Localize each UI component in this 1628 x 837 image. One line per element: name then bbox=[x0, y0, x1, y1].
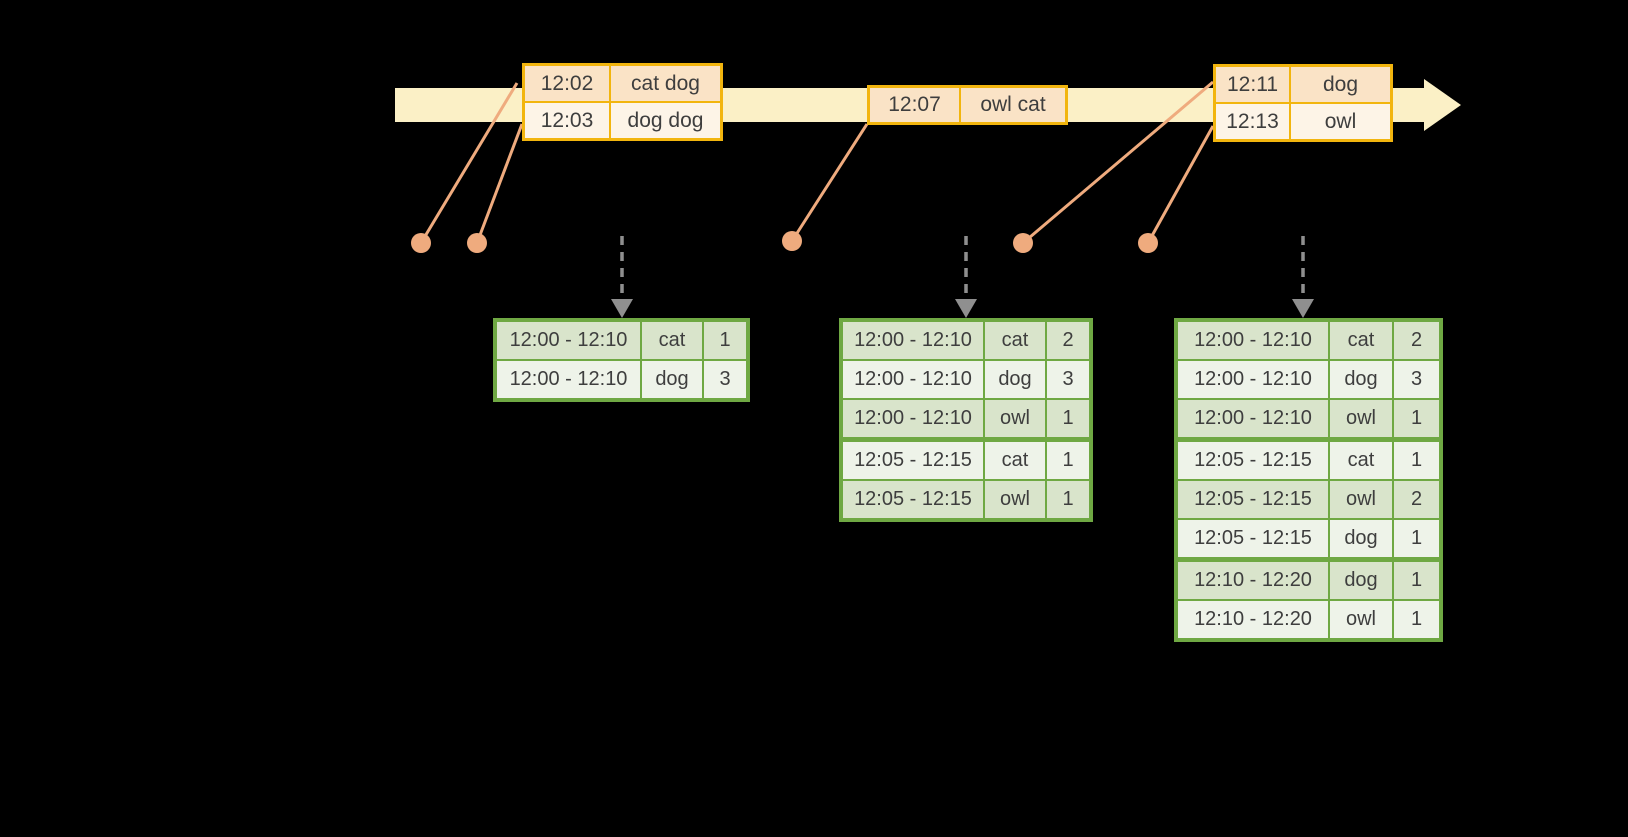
count-cell: 3 bbox=[1394, 361, 1439, 398]
time-cell: 12:00 - 12:10 bbox=[1178, 400, 1328, 437]
count-cell: 1 bbox=[704, 322, 746, 359]
word-cell: dog bbox=[1330, 520, 1392, 557]
word-cell: dog bbox=[1330, 361, 1392, 398]
down-arrowhead-icon bbox=[955, 299, 977, 318]
count-cell: 3 bbox=[704, 361, 746, 398]
word-cell: dog bbox=[985, 361, 1045, 398]
event-dot bbox=[1013, 233, 1033, 253]
event-dot bbox=[1138, 233, 1158, 253]
time-cell: 12:00 - 12:10 bbox=[843, 361, 983, 398]
time-cell: 12:10 - 12:20 bbox=[1178, 562, 1328, 599]
time-cell: 12:00 - 12:10 bbox=[1178, 322, 1328, 359]
count-cell: 1 bbox=[1394, 520, 1439, 557]
word-cell: cat dog bbox=[611, 66, 720, 101]
word-cell: cat bbox=[985, 322, 1045, 359]
dashed-arrows bbox=[620, 236, 1305, 301]
event-dot bbox=[411, 233, 431, 253]
down-arrowhead-icon bbox=[611, 299, 633, 318]
word-cell: dog bbox=[1291, 67, 1390, 102]
time-cell: 12:05 - 12:15 bbox=[1178, 442, 1328, 479]
time-cell: 12:00 - 12:10 bbox=[1178, 361, 1328, 398]
word-cell: owl cat bbox=[961, 88, 1065, 122]
event-dot bbox=[782, 231, 802, 251]
time-cell: 12:13 bbox=[1216, 104, 1289, 139]
count-cell: 1 bbox=[1047, 442, 1089, 479]
word-cell: dog dog bbox=[611, 103, 720, 138]
word-cell: owl bbox=[1291, 104, 1390, 139]
word-cell: dog bbox=[642, 361, 702, 398]
time-cell: 12:00 - 12:10 bbox=[843, 400, 983, 437]
down-arrowhead-icon bbox=[1292, 299, 1314, 318]
time-cell: 12:00 - 12:10 bbox=[497, 361, 640, 398]
word-cell: owl bbox=[1330, 481, 1392, 518]
word-cell: owl bbox=[1330, 601, 1392, 638]
event-dots bbox=[411, 231, 1158, 253]
word-cell: cat bbox=[1330, 322, 1392, 359]
event-dot bbox=[467, 233, 487, 253]
time-cell: 12:10 - 12:20 bbox=[1178, 601, 1328, 638]
count-cell: 1 bbox=[1394, 562, 1439, 599]
word-cell: owl bbox=[985, 400, 1045, 437]
time-cell: 12:11 bbox=[1216, 67, 1289, 102]
time-cell: 12:05 - 12:15 bbox=[843, 481, 983, 518]
time-cell: 12:00 - 12:10 bbox=[497, 322, 640, 359]
time-cell: 12:05 - 12:15 bbox=[1178, 520, 1328, 557]
word-cell: cat bbox=[985, 442, 1045, 479]
count-cell: 1 bbox=[1394, 400, 1439, 437]
count-cell: 1 bbox=[1394, 442, 1439, 479]
time-cell: 12:05 - 12:15 bbox=[1178, 481, 1328, 518]
time-cell: 12:00 - 12:10 bbox=[843, 322, 983, 359]
dashed-arrowheads bbox=[611, 299, 1314, 318]
word-cell: dog bbox=[1330, 562, 1392, 599]
count-cell: 1 bbox=[1047, 481, 1089, 518]
time-cell: 12:05 - 12:15 bbox=[843, 442, 983, 479]
count-cell: 2 bbox=[1394, 322, 1439, 359]
count-cell: 1 bbox=[1394, 601, 1439, 638]
time-cell: 12:07 bbox=[870, 88, 959, 122]
word-cell: cat bbox=[642, 322, 702, 359]
timeline-arrowhead-icon bbox=[1424, 79, 1461, 131]
count-cell: 1 bbox=[1047, 400, 1089, 437]
time-cell: 12:03 bbox=[525, 103, 609, 138]
count-cell: 2 bbox=[1394, 481, 1439, 518]
word-cell: owl bbox=[1330, 400, 1392, 437]
word-cell: cat bbox=[1330, 442, 1392, 479]
count-cell: 2 bbox=[1047, 322, 1089, 359]
count-cell: 3 bbox=[1047, 361, 1089, 398]
connector-line bbox=[1146, 125, 1215, 244]
connector-line bbox=[475, 123, 524, 244]
connector-line bbox=[790, 123, 869, 242]
word-cell: owl bbox=[985, 481, 1045, 518]
time-cell: 12:02 bbox=[525, 66, 609, 101]
